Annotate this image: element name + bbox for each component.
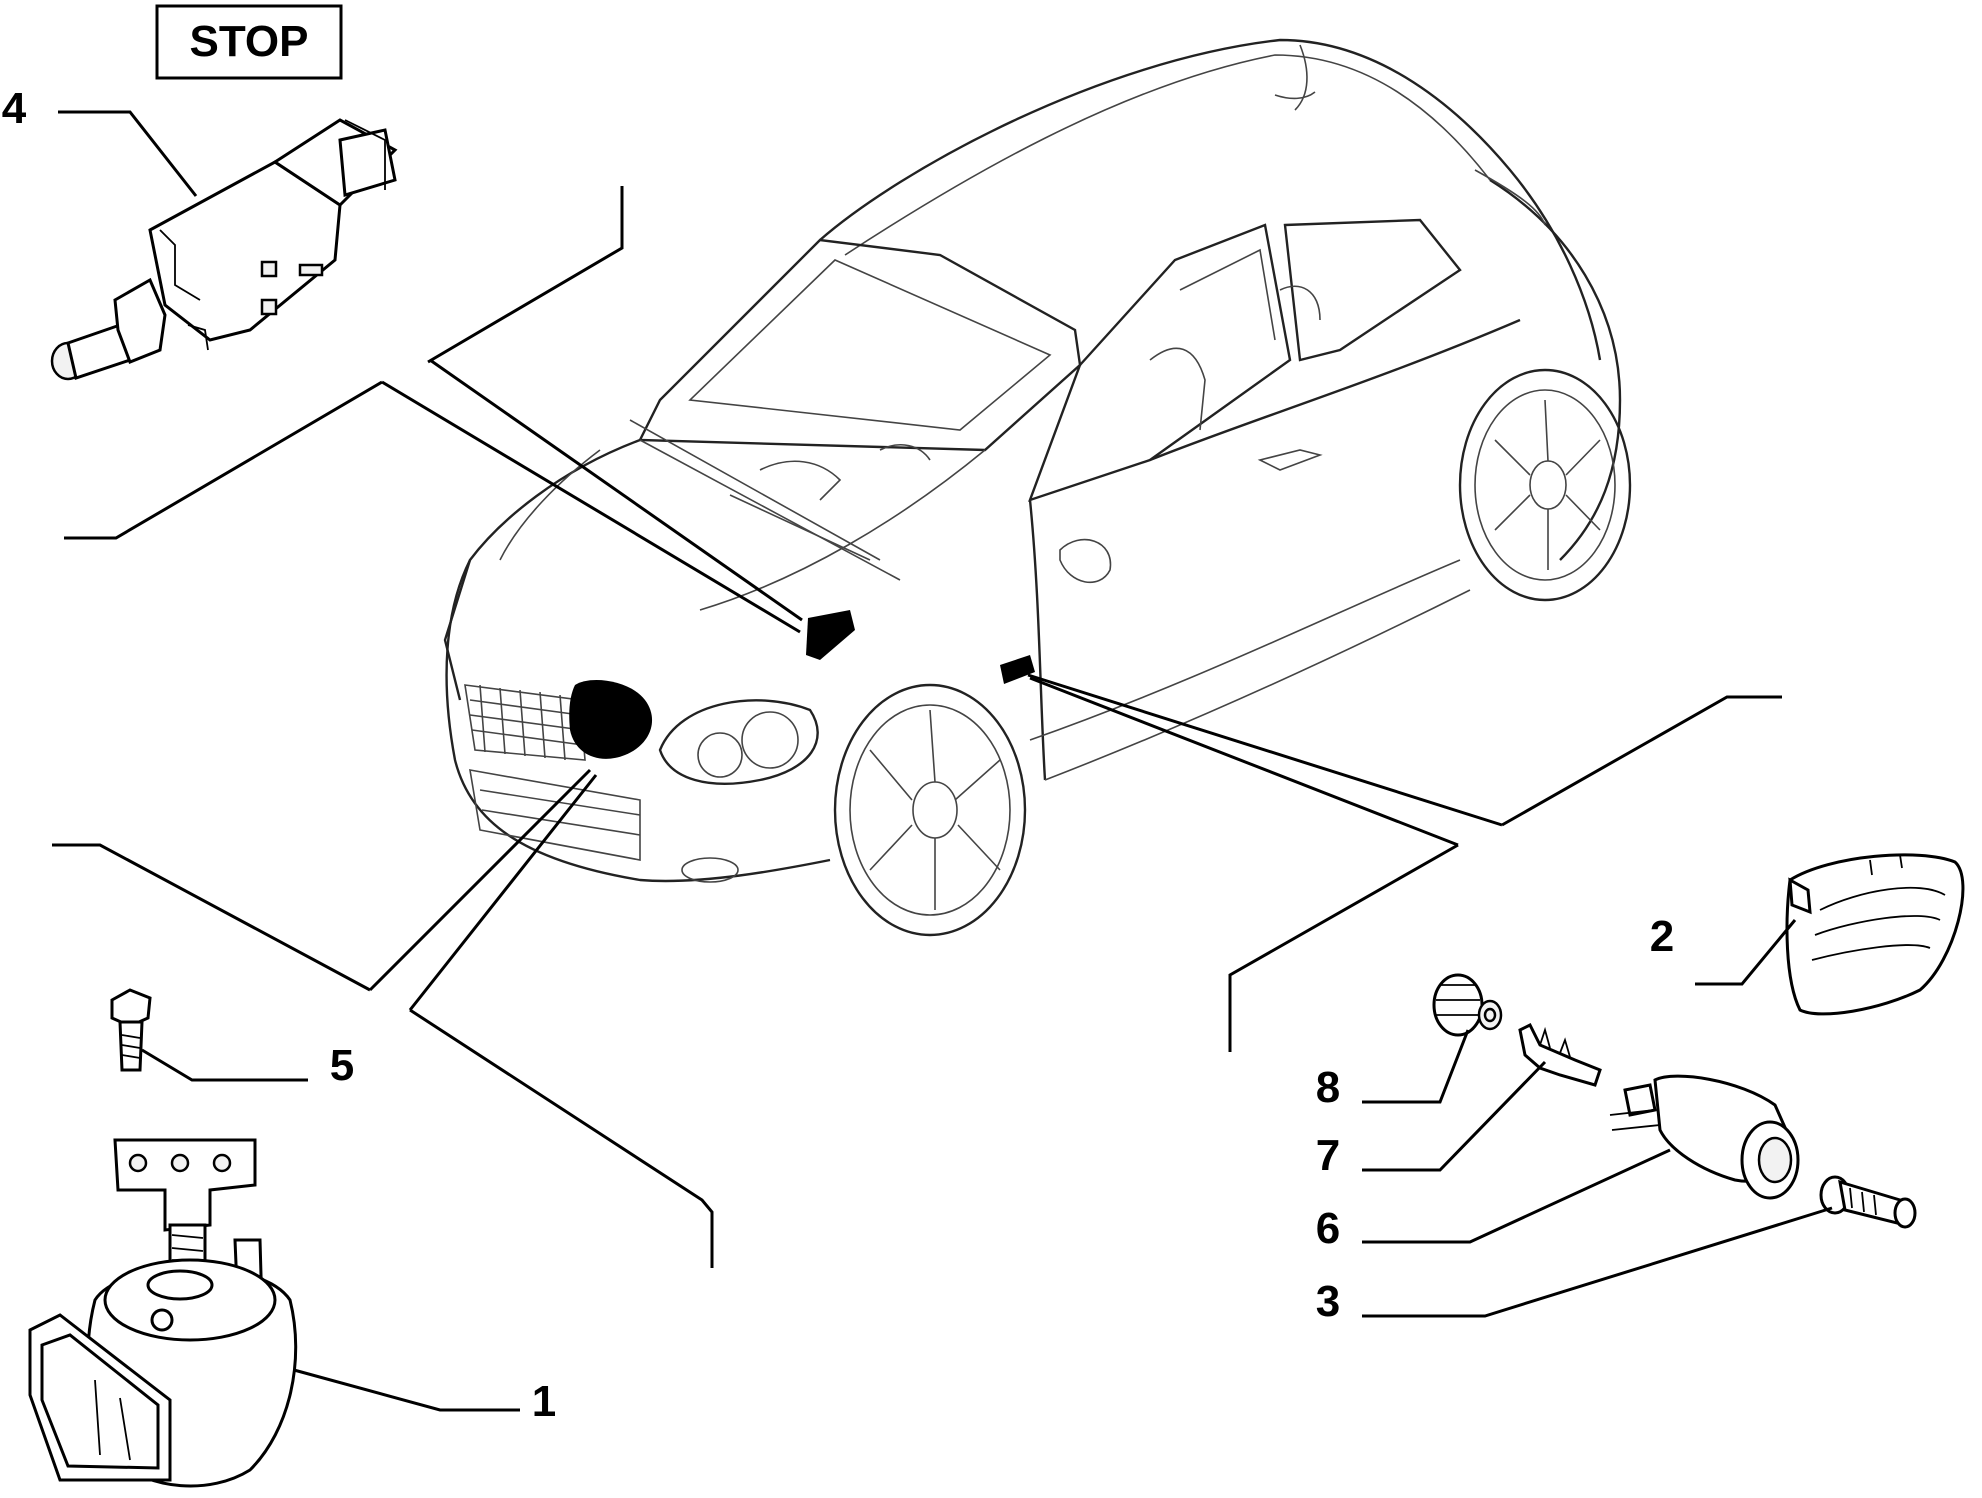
bolt-part — [110, 988, 152, 1072]
callout-7: 7 — [1316, 1131, 1340, 1180]
horn-part — [28, 1138, 298, 1488]
car-illustration — [443, 38, 1632, 937]
side-repeater-lamp-part — [1785, 853, 1965, 1016]
callout-8-leader — [1362, 1029, 1470, 1104]
leader-lines — [52, 186, 1782, 1268]
grommet-part — [1432, 973, 1503, 1037]
callout-3-leader — [1362, 1206, 1833, 1318]
stop-label: STOP — [189, 17, 308, 66]
callout-1: 1 — [532, 1377, 556, 1426]
callout-1-leader — [293, 1368, 520, 1412]
callout-7-leader — [1362, 1060, 1547, 1172]
callout-6-leader — [1362, 1148, 1671, 1244]
terminal-part — [1518, 1022, 1602, 1087]
callout-5-leader — [141, 1048, 308, 1082]
callout-2: 2 — [1650, 912, 1674, 961]
callout-2-leader — [1695, 919, 1797, 986]
stop-label-box: STOP — [155, 4, 343, 80]
callout-3: 3 — [1316, 1277, 1340, 1326]
callout-8: 8 — [1316, 1063, 1340, 1112]
stop-light-switch-part — [50, 118, 398, 381]
callout-4-leader — [58, 110, 198, 197]
callout-4: 4 — [2, 84, 27, 133]
callout-6: 6 — [1316, 1204, 1340, 1253]
callout-5: 5 — [330, 1041, 354, 1090]
lamp-holder-part — [1609, 1074, 1800, 1200]
bulb-part — [1819, 1175, 1917, 1229]
